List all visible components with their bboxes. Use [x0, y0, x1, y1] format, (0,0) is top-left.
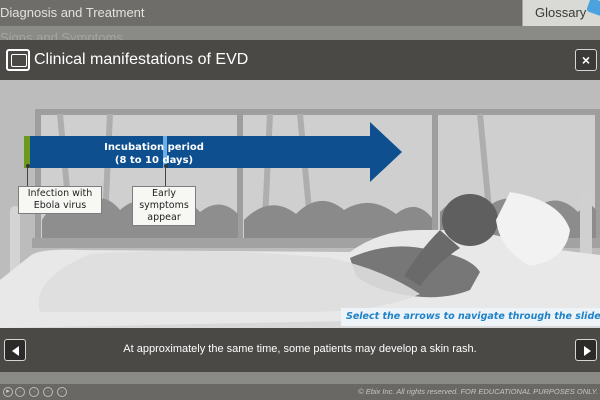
symptoms-callout-line2: symptoms: [139, 200, 189, 211]
infection-callout-line1: Infection with: [27, 188, 93, 199]
section-title: Diagnosis and Treatment: [0, 5, 145, 20]
previous-slide-button[interactable]: [4, 339, 26, 361]
incubation-arrow: [24, 122, 402, 182]
symptoms-leader-dot: [164, 164, 168, 168]
edit-control-icon[interactable]: ·: [29, 387, 39, 397]
search-control-icon[interactable]: ·: [43, 387, 53, 397]
navigation-hint: Select the arrows to navigate through th…: [341, 308, 600, 326]
modal-header: Clinical manifestations of EVD ×: [0, 40, 600, 80]
symptoms-leader-line: [165, 168, 166, 186]
slide-caption: At approximately the same time, some pat…: [123, 343, 477, 355]
infection-callout: Infection with Ebola virus: [18, 186, 102, 214]
symptoms-callout-line3: appear: [147, 212, 181, 223]
arrow-right-icon: [584, 346, 591, 356]
course-footer: ▸ · · · · © Ebix Inc. All rights reserve…: [0, 384, 600, 400]
symptoms-callout: Early symptoms appear: [132, 186, 196, 226]
infection-leader-line: [27, 168, 28, 186]
slide-illustration: Incubation period (8 to 10 days) Infecti…: [0, 80, 600, 328]
slideshow-modal: Clinical manifestations of EVD ×: [0, 40, 600, 372]
arrow-left-icon: [12, 346, 19, 356]
play-control-icon[interactable]: ▸: [3, 387, 13, 397]
incubation-period-title: Incubation period: [104, 142, 204, 153]
glossary-tab[interactable]: Glossary: [522, 0, 600, 26]
infection-callout-line2: Ebola virus: [33, 200, 87, 211]
course-header: Diagnosis and Treatment Glossary: [0, 0, 600, 26]
copyright-notice: © Ebix Inc. All rights reserved. FOR EDU…: [358, 387, 598, 396]
infection-leader-dot: [26, 164, 30, 168]
next-slide-button[interactable]: [575, 339, 597, 361]
glossary-label: Glossary: [535, 5, 587, 20]
close-button[interactable]: ×: [575, 49, 597, 71]
more-control-icon[interactable]: ·: [57, 387, 67, 397]
close-icon: ×: [581, 52, 591, 68]
audio-control-icon[interactable]: ·: [15, 387, 25, 397]
glossary-badge-icon: [586, 0, 600, 17]
symptoms-callout-line1: Early: [152, 188, 176, 199]
incubation-period-duration: (8 to 10 days): [114, 155, 194, 166]
modal-title: Clinical manifestations of EVD: [34, 51, 249, 68]
slides-icon: [6, 49, 30, 71]
slideshow-nav-bar: At approximately the same time, some pat…: [0, 328, 600, 372]
